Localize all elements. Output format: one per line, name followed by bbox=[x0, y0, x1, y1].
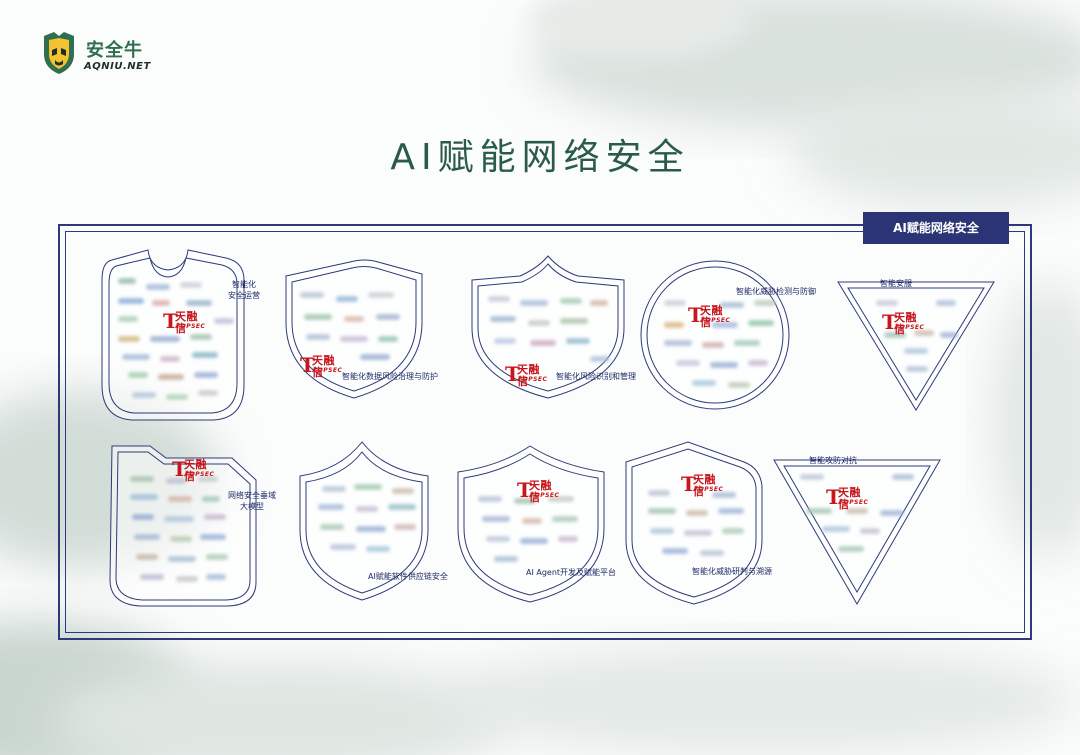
zone-label-threat-detection: 智能化威胁检测与防御 bbox=[736, 287, 816, 296]
diagram-frame-outer bbox=[58, 224, 1032, 640]
zone-shape-6 bbox=[109, 445, 257, 607]
zone-label-risk-identification: 智能化风险识别和管理 bbox=[556, 372, 636, 381]
zone-label-supply-chain: AI赋能软件供应链安全 bbox=[368, 572, 448, 581]
aqniu-logo: 安全牛 AQNIU.NET bbox=[40, 30, 150, 80]
zone-label-ai-agent-platform: AI Agent开发及赋能平台 bbox=[526, 568, 617, 577]
frame-title-tag: AI赋能网络安全 bbox=[863, 212, 1009, 244]
zone-label-threat-analysis: 智能化威胁研判与溯源 bbox=[692, 567, 772, 576]
bull-shield-icon bbox=[44, 32, 74, 74]
page-title: AI赋能网络安全 bbox=[390, 137, 690, 178]
zone-label-smart-secops: 智能化 安全运营 bbox=[228, 280, 260, 300]
zone-shape-10 bbox=[773, 459, 941, 606]
zone-label-smart-security-service: 智能安服 bbox=[880, 279, 912, 288]
diagram-frame-inner bbox=[65, 231, 1025, 633]
logo-name-cn: 安全牛 bbox=[86, 40, 143, 61]
zone-shape-9 bbox=[625, 441, 763, 605]
zone-shape-7 bbox=[299, 441, 429, 601]
zone-label-attack-defense: 智能攻防对抗 bbox=[809, 456, 857, 465]
zone-shape-8 bbox=[457, 445, 605, 603]
zone-shape-3 bbox=[471, 255, 625, 399]
zone-shape-4 bbox=[640, 260, 790, 410]
logo-name-en: AQNIU.NET bbox=[84, 61, 151, 72]
zone-shape-5 bbox=[837, 281, 995, 411]
zone-label-data-risk-governance: 智能化数据风险治理与防护 bbox=[342, 372, 438, 381]
zone-label-security-llm: 网络安全垂域 大模型 bbox=[228, 491, 276, 511]
